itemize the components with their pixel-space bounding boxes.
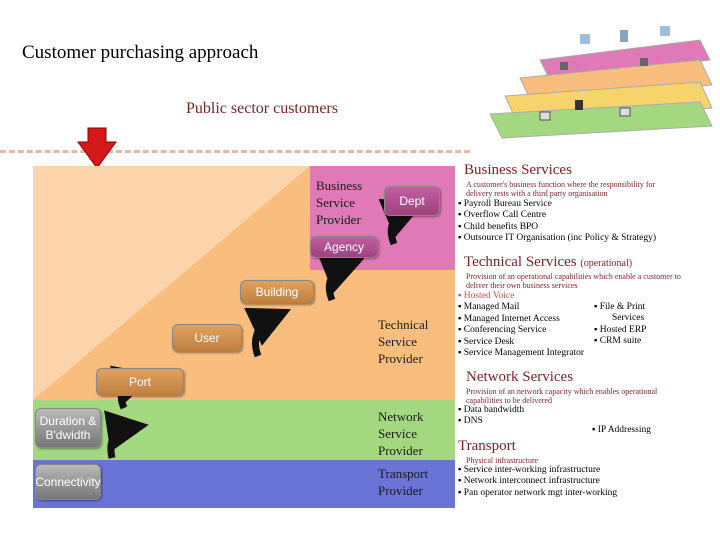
step-arrow-1 [104,410,149,459]
step-user: User [172,324,242,352]
provider-network: Network Service Provider [378,409,424,458]
list-item: Managed Internet Access [458,314,584,325]
red-down-arrow-icon [77,127,117,169]
list-item: Overflow Call Centre [458,210,656,221]
list-item: DNS [458,416,524,427]
step-port: Port [96,368,184,396]
provider-technical: Technical Service Provider [378,317,429,366]
list-item: Services [612,313,645,324]
technical-services-title-suffix: (operational) [580,258,633,269]
technical-services-list-right: File & Print Services Hosted ERP CRM sui… [594,302,647,348]
step-arrow-4 [317,254,365,302]
step-building: Building [240,280,314,304]
transport-title: Transport [458,438,516,454]
list-item: Managed Mail [458,302,584,313]
transport-list: Service inter-working infrastructure Net… [458,465,617,499]
network-services-list: Data bandwidth DNS [458,405,524,428]
technical-services-title-text: Technical Services [464,254,577,270]
dashed-divider [0,150,470,153]
list-item: Hosted ERP [594,325,647,336]
list-item: Hosted Voice [458,291,584,302]
list-item: Child benefits BPO [458,222,656,233]
list-item: Data bandwidth [458,405,524,416]
list-item: Network interconnect infrastructure [458,476,617,487]
technical-services-title: Technical Services (operational) [464,254,632,271]
step-agency: Agency [310,236,378,258]
step-duration-bandwidth: Duration & B'dwidth [35,408,101,448]
list-item: IP Addressing [592,425,651,436]
network-services-extra: IP Addressing [592,425,651,436]
business-services-list: Payroll Bureau Service Overflow Call Cen… [458,199,656,245]
list-item: Pan operator network mgt inter-working [458,488,617,499]
step-connectivity: Connectivity [35,464,101,500]
technical-services-note: Provision of an operational capabilities… [466,272,681,290]
page-subtitle: Public sector customers [186,100,338,117]
transport-note: Physical infrastructure [466,456,539,465]
list-item: Conferencing Service [458,325,584,336]
page-title: Customer purchasing approach [22,42,259,63]
list-item: CRM suite [594,336,646,347]
step-dept: Dept [384,186,440,216]
provider-transport: Transport Provider [378,466,429,498]
network-services-title: Network Services [466,369,574,385]
transport-layer [33,460,455,508]
provider-business: Business Service Provider [316,178,363,227]
technical-services-list: Hosted Voice Managed Mail Managed Intern… [458,291,584,359]
list-item: Service inter-working infrastructure [458,465,617,476]
list-item: Payroll Bureau Service [458,199,656,210]
business-services-note: A customer's business function where the… [466,180,656,198]
layer-stack-illustration [489,26,713,139]
list-item: Service Desk [458,337,584,348]
list-item: Service Management Integrator [458,348,584,359]
network-services-note: Provision of an network capacity which e… [466,387,658,405]
list-item: Outsource IT Organisation (inc Policy & … [458,233,656,244]
business-services-title: Business Services [464,162,572,178]
step-arrow-3 [244,307,292,358]
list-item: File & Print [594,302,646,313]
